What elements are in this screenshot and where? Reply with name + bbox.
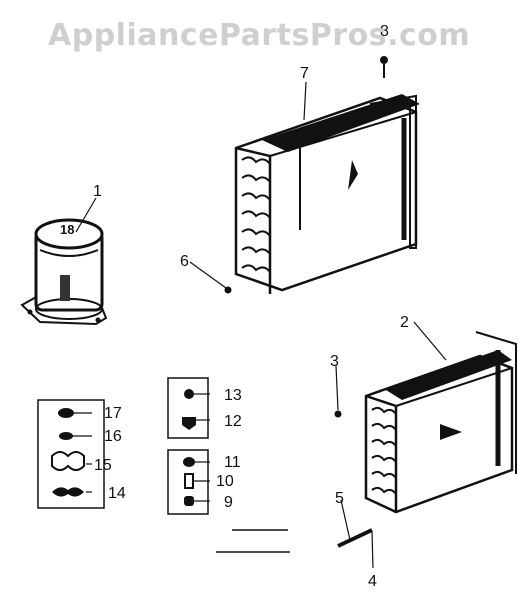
callout-11: 11: [224, 454, 241, 471]
parts-card-13-12[interactable]: [167, 377, 209, 439]
tube-5[interactable]: [337, 528, 373, 548]
callout-3: 3: [330, 353, 339, 370]
callout-2: 2: [400, 314, 409, 331]
parts-card-11-10-9[interactable]: [167, 449, 209, 515]
callout-14: 14: [108, 485, 126, 502]
evaporator-coil[interactable]: [364, 331, 517, 514]
compressor[interactable]: 18: [20, 218, 108, 326]
callout-4: 4: [368, 573, 377, 590]
screw-8[interactable]: [380, 56, 388, 78]
callout-1: 1: [93, 183, 102, 200]
screw-6[interactable]: [224, 286, 232, 294]
callout-16: 16: [104, 428, 122, 445]
condenser-coil[interactable]: [234, 94, 420, 294]
callout-5: 5: [335, 490, 344, 507]
callout-6: 6: [180, 253, 189, 270]
callout-9: 9: [224, 494, 233, 511]
callout-8: 8: [380, 23, 389, 40]
callout-12: 12: [224, 413, 242, 430]
callout-labels: 1 2 3 4 5 6 7 8 9 10 11 12 13 14 15 16 1…: [93, 23, 409, 590]
callout-10: 10: [216, 473, 234, 490]
leader-lines: [72, 81, 447, 569]
callout-17: 17: [104, 405, 122, 422]
callout-15: 15: [94, 457, 112, 474]
compressor-label: 18: [60, 222, 74, 237]
callout-13: 13: [224, 387, 242, 404]
callout-7: 7: [300, 65, 309, 82]
watermark: AppliancePartsPros.com: [48, 18, 471, 53]
parts-card-left[interactable]: [37, 399, 105, 509]
screw-3[interactable]: [334, 410, 342, 418]
